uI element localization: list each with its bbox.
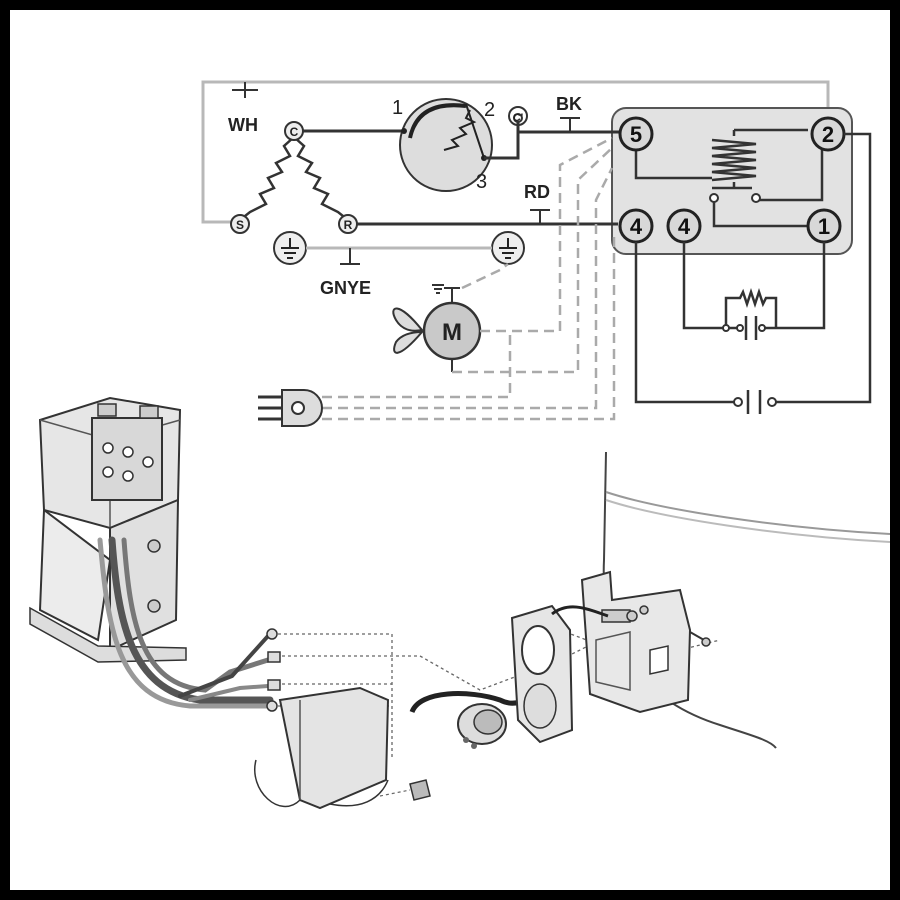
relay-terminal-2: 2 [810, 116, 846, 152]
wiring-diagram: WH C S R 1 2 3 C' BK RD [29, 80, 890, 810]
resistor-icon [722, 324, 730, 332]
label-gnye: GNYE [320, 278, 371, 298]
label-s: S [236, 218, 244, 232]
label-wh: WH [228, 115, 258, 135]
ground-icon [273, 231, 307, 265]
clip [379, 779, 431, 801]
diagram-frame: WH C S R 1 2 3 C' BK RD [10, 10, 890, 890]
wire-terminals [266, 628, 281, 712]
relay-terminal-4a: 4 [618, 208, 654, 244]
label-c: C [290, 125, 299, 139]
svg-text:4: 4 [630, 214, 643, 239]
capacitor-icon [736, 324, 744, 332]
ground-icon [491, 231, 525, 265]
start-capacitor-circuit [634, 132, 872, 414]
terminal-c-prime [508, 106, 528, 126]
label-c-prime: C' [513, 112, 524, 124]
relay-terminal-5: 5 [618, 116, 654, 152]
fan-blade-icon [392, 307, 425, 354]
protector-terminal-1-label: 1 [392, 97, 403, 119]
relay-terminal-1: 1 [806, 208, 842, 244]
relay-terminal-4b: 4 [666, 208, 702, 244]
protector-terminal-2-label: 2 [484, 99, 495, 121]
overload-protector [399, 98, 493, 192]
cable-bundle [97, 536, 274, 709]
run-capacitor-circuit [682, 242, 826, 340]
svg-text:4: 4 [678, 214, 691, 239]
label-r: R [344, 218, 353, 232]
mounting-plate [580, 570, 692, 714]
relay-coil-icon [634, 128, 824, 228]
dashed-wiring [322, 136, 616, 421]
svg-text:2: 2 [822, 122, 834, 147]
capacitor-icon [733, 397, 743, 407]
relay-bracket [510, 604, 574, 744]
label-bk: BK [556, 94, 582, 114]
motor-label: M [442, 319, 462, 346]
terminal-s [230, 214, 250, 234]
protector-cover [254, 686, 390, 810]
protector-terminal-3-label: 3 [476, 171, 487, 193]
plug-icon [258, 389, 323, 427]
terminal-box [29, 396, 187, 663]
wire-wh-loop [201, 80, 830, 224]
label-rd: RD [524, 182, 550, 202]
screw [689, 631, 711, 647]
motor-windings [239, 136, 349, 221]
svg-text:5: 5 [630, 122, 642, 147]
svg-text:1: 1 [818, 214, 830, 239]
